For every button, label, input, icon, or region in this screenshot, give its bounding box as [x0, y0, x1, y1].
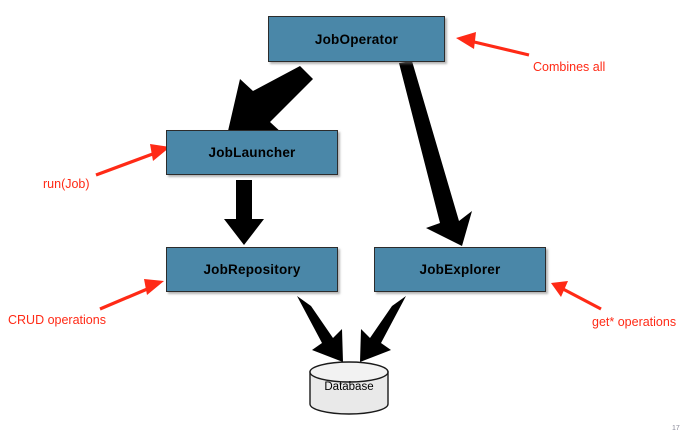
annotation-arrow-crud-operations — [99, 279, 164, 311]
node-job-operator[interactable]: JobOperator — [268, 16, 445, 62]
annotation-run-job: run(Job) — [43, 177, 90, 191]
edge-operator-to-explorer — [399, 61, 472, 246]
node-job-launcher-label: JobLauncher — [208, 145, 296, 160]
corner-page-mark: 17 — [672, 425, 680, 432]
node-job-explorer-label: JobExplorer — [419, 262, 501, 277]
database-label: Database — [324, 381, 374, 393]
annotation-crud-operations: CRUD operations — [8, 313, 106, 327]
node-job-repository[interactable]: JobRepository — [166, 247, 338, 292]
annotation-combines-all: Combines all — [533, 60, 606, 74]
edge-explorer-to-database — [360, 296, 406, 362]
node-job-operator-label: JobOperator — [314, 31, 399, 47]
annotation-arrow-run-job — [95, 144, 170, 177]
annotation-get-operations: get* operations — [592, 315, 677, 329]
node-job-repository-label: JobRepository — [203, 262, 301, 277]
edge-launcher-to-repository — [224, 180, 264, 245]
annotation-arrow-combines-all — [456, 32, 530, 57]
edge-operator-to-launcher — [228, 66, 313, 134]
edge-repository-to-database — [297, 296, 343, 362]
annotation-arrow-get-operations — [551, 281, 602, 311]
node-job-launcher[interactable]: JobLauncher — [166, 130, 338, 175]
node-job-explorer[interactable]: JobExplorer — [374, 247, 546, 292]
